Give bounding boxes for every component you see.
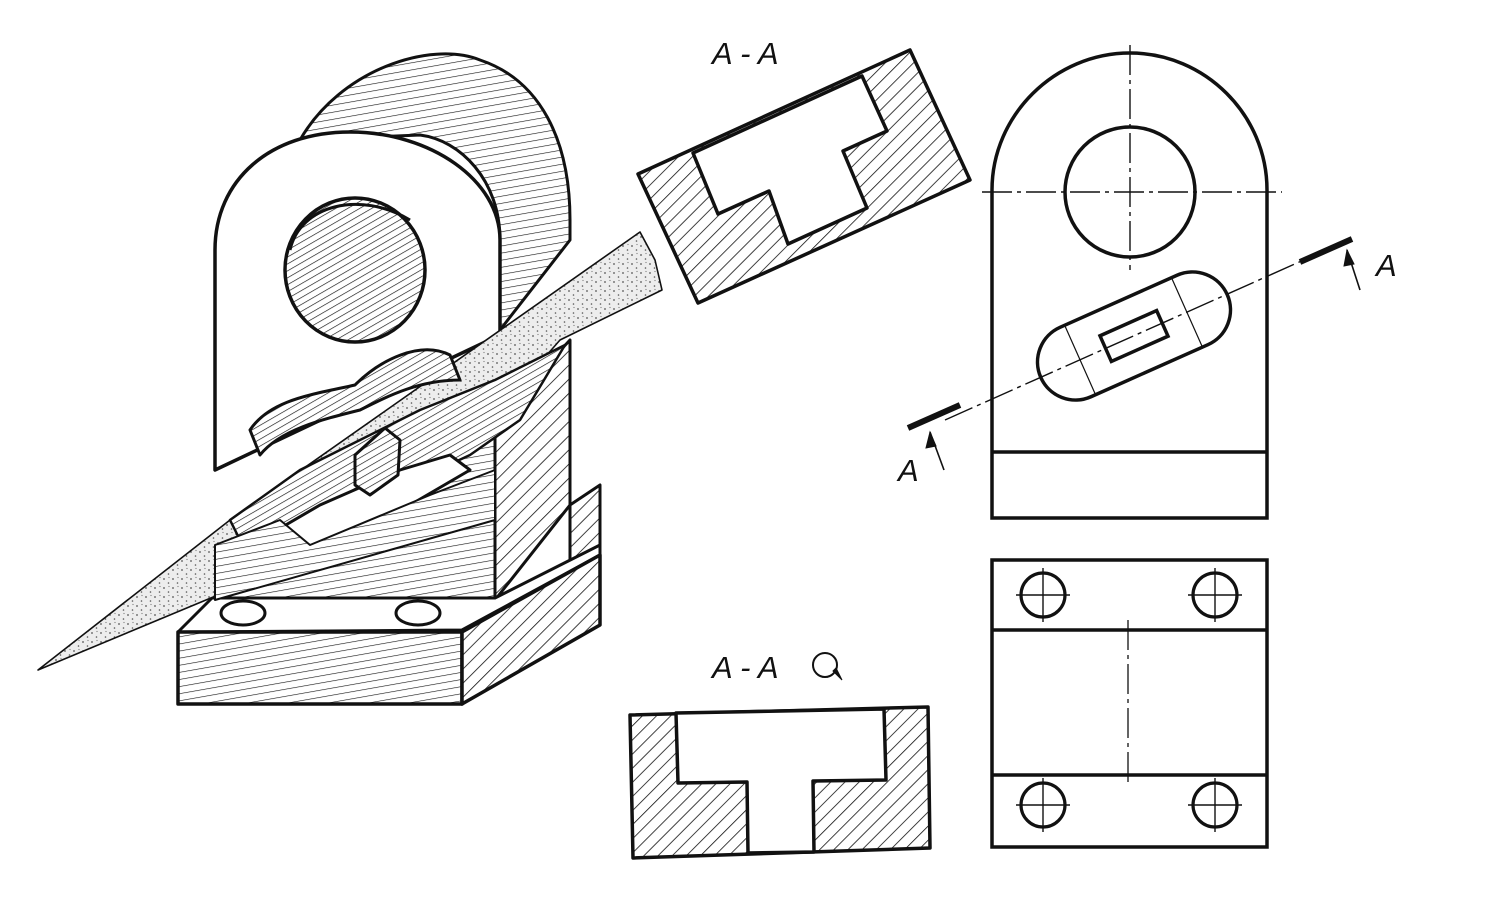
- section-aa-straightened: [628, 705, 932, 860]
- front-view: [906, 45, 1361, 520]
- isometric-view: [37, 52, 663, 706]
- key-block: [353, 426, 402, 497]
- section-aa-inclined: [636, 48, 972, 305]
- rotated-section-title: A - A: [712, 650, 779, 685]
- section-mark-bottom: [906, 402, 962, 431]
- section-line: [944, 254, 1316, 421]
- base-front-face: [176, 630, 464, 706]
- top-view: [990, 558, 1269, 849]
- base-hole-left: [219, 599, 267, 627]
- section-mark-top: [1298, 236, 1354, 265]
- mount-hole-top-right: [1188, 568, 1242, 622]
- mount-hole-bottom-right: [1188, 778, 1242, 832]
- base-right-face: [460, 553, 602, 706]
- arrow-head-bottom-icon: [925, 430, 937, 449]
- cut-mark-label-bottom: A: [898, 453, 919, 488]
- upright-side-face: [298, 52, 572, 332]
- base-hole-right: [394, 599, 442, 627]
- rotation-icon: [812, 652, 843, 681]
- slot-cavity: [248, 348, 462, 457]
- arrow-head-top-icon: [1343, 248, 1355, 267]
- section-aa-recess: [691, 74, 889, 246]
- front-view-outline: [990, 51, 1269, 520]
- bore-hole: [283, 196, 427, 344]
- section-title: A - A: [712, 36, 779, 71]
- cut-mark-label-top: A: [1376, 248, 1397, 283]
- bore-hole-inner-edge: [288, 203, 411, 251]
- top-view-outline: [990, 558, 1269, 849]
- mount-hole-top-left: [1016, 568, 1070, 622]
- wedge-front-face: [214, 469, 496, 601]
- section-aa2-recess: [674, 707, 888, 855]
- mount-hole-bottom-left: [1016, 778, 1070, 832]
